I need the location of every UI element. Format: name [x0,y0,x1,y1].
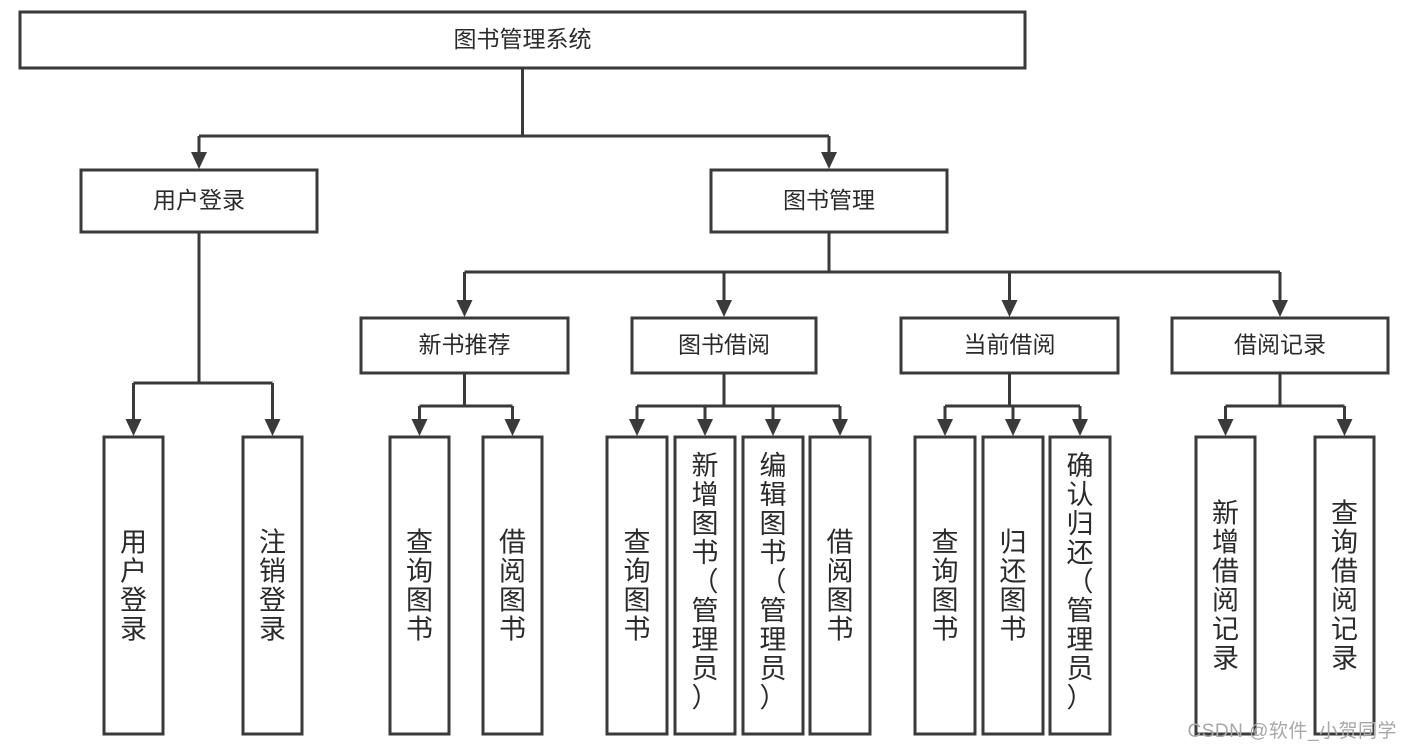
node-new-book-recommend-label: 新书推荐 [419,332,511,358]
arrowhead-icon [765,419,781,436]
arrowhead-icon [1001,300,1018,317]
arrowhead-icon [504,419,521,436]
arrowhead-icon [411,419,428,436]
node-leaf-query-book-borrow-label: 查询图书 [624,528,651,645]
node-borrow-record-label: 借阅记录 [1234,332,1326,358]
arrowhead-icon [1217,419,1234,436]
node-leaf-add-book-admin-box[interactable] [673,435,737,736]
arrowhead-icon [716,300,732,317]
node-leaf-query-book-current-box[interactable] [913,435,977,736]
node-leaf-add-book-admin-label: 新增图书（管理员） [692,451,719,713]
node-leaf-query-book-current[interactable]: 查询图书 [913,435,977,736]
node-leaf-user-logout-label: 注销登录 [259,528,286,645]
node-leaf-query-book-recommend[interactable]: 查询图书 [388,435,451,736]
node-leaf-add-borrow-record-label: 新增借阅记录 [1212,499,1239,674]
arrowhead-icon [821,152,837,169]
node-leaf-query-book-recommend-label: 查询图书 [406,528,433,645]
node-leaf-confirm-return-admin[interactable]: 确认归还（管理员） [1048,435,1112,736]
arrowhead-icon [456,300,473,317]
node-book-borrow-box[interactable] [630,316,818,375]
arrowhead-icon [697,419,713,436]
node-leaf-return-book[interactable]: 归还图书 [981,435,1045,736]
connector-layer [125,68,1353,436]
node-user-login-box[interactable] [79,168,319,234]
node-leaf-add-borrow-record[interactable]: 新增借阅记录 [1194,435,1257,736]
node-book-borrow-label: 图书借阅 [678,332,770,358]
node-leaf-query-book-borrow-box[interactable] [605,435,669,736]
node-leaf-query-book-current-label: 查询图书 [932,528,959,645]
node-book-borrow[interactable]: 图书借阅 [630,316,818,375]
node-leaf-borrow-book-label: 借阅图书 [827,528,854,645]
node-leaf-user-logout[interactable]: 注销登录 [241,435,304,736]
node-leaf-return-book-label: 归还图书 [1000,528,1027,645]
node-leaf-return-book-box[interactable] [981,435,1045,736]
node-leaf-query-borrow-record[interactable]: 查询借阅记录 [1313,435,1376,736]
node-system-root-label: 图书管理系统 [454,26,592,52]
arrowhead-icon [1336,419,1353,436]
node-layer: 图书管理系统用户登录图书管理新书推荐图书借阅当前借阅借阅记录用户登录注销登录查询… [18,10,1390,736]
node-leaf-edit-book-admin-box[interactable] [741,435,805,736]
node-book-management[interactable]: 图书管理 [709,168,949,234]
node-leaf-user-login-box[interactable] [102,435,165,736]
node-system-root-box[interactable] [18,10,1027,70]
arrowhead-icon [125,419,142,436]
node-leaf-borrow-book-recommend[interactable]: 借阅图书 [481,435,544,736]
node-leaf-user-login-label: 用户登录 [120,528,147,645]
node-leaf-confirm-return-admin-label: 确认归还（管理员） [1067,451,1094,713]
node-system-root[interactable]: 图书管理系统 [18,10,1027,70]
node-user-login[interactable]: 用户登录 [79,168,319,234]
node-borrow-record[interactable]: 借阅记录 [1170,316,1390,375]
arrowhead-icon [937,419,953,436]
node-leaf-borrow-book-box[interactable] [808,435,872,736]
node-leaf-borrow-book[interactable]: 借阅图书 [808,435,872,736]
node-leaf-add-borrow-record-box[interactable] [1194,435,1257,736]
node-leaf-query-book-recommend-box[interactable] [388,435,451,736]
node-leaf-borrow-book-recommend-box[interactable] [481,435,544,736]
arrowhead-icon [629,419,645,436]
arrowhead-icon [832,419,848,436]
arrowhead-icon [264,419,281,436]
node-leaf-borrow-book-recommend-label: 借阅图书 [499,528,526,645]
node-user-login-label: 用户登录 [153,187,245,213]
arrowhead-icon [1005,419,1021,436]
node-leaf-confirm-return-admin-box[interactable] [1048,435,1112,736]
node-leaf-query-book-borrow[interactable]: 查询图书 [605,435,669,736]
csdn-watermark: CSDN @软件_小贺同学 [1187,721,1397,742]
node-leaf-query-borrow-record-label: 查询借阅记录 [1331,499,1358,674]
node-book-management-box[interactable] [709,168,949,234]
node-leaf-add-book-admin[interactable]: 新增图书（管理员） [673,435,737,736]
node-new-book-recommend[interactable]: 新书推荐 [359,316,570,375]
node-leaf-user-logout-box[interactable] [241,435,304,736]
node-current-borrow[interactable]: 当前借阅 [899,316,1120,375]
node-leaf-query-borrow-record-box[interactable] [1313,435,1376,736]
arrowhead-icon [191,152,207,169]
node-current-borrow-label: 当前借阅 [964,332,1056,358]
node-leaf-user-login[interactable]: 用户登录 [102,435,165,736]
node-book-management-label: 图书管理 [783,187,875,213]
node-current-borrow-box[interactable] [899,316,1120,375]
node-borrow-record-box[interactable] [1170,316,1390,375]
node-new-book-recommend-box[interactable] [359,316,570,375]
arrowhead-icon [1072,419,1088,436]
node-leaf-edit-book-admin[interactable]: 编辑图书（管理员） [741,435,805,736]
arrowhead-icon [1272,300,1288,317]
node-leaf-edit-book-admin-label: 编辑图书（管理员） [760,451,787,713]
